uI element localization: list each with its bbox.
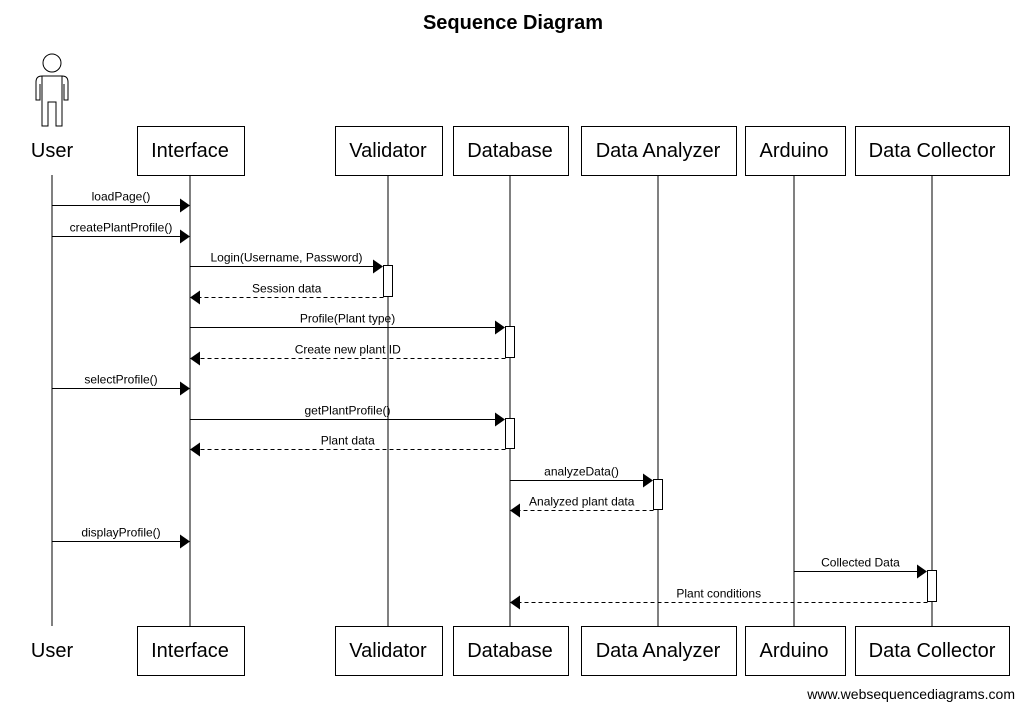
message-label: getPlantProfile() [304, 404, 390, 418]
message-arrowhead [190, 442, 200, 457]
participant-box [855, 126, 1010, 176]
message-arrowhead [190, 351, 200, 366]
activation-bars [383, 265, 937, 602]
message-arrowhead [510, 503, 520, 518]
message-arrowhead [373, 259, 383, 274]
message-label: Plant conditions [676, 587, 761, 601]
participant-label: Interface [151, 140, 229, 162]
participant-box [453, 126, 569, 176]
participant-box [581, 626, 737, 676]
message-label: Profile(Plant type) [300, 312, 395, 326]
actor-head [42, 53, 62, 73]
message-9: analyzeData() [510, 465, 653, 488]
message-arrowhead [180, 534, 190, 549]
message-12: Collected Data [794, 556, 927, 579]
message-label: Login(Username, Password) [210, 251, 362, 265]
participant-user-bottom: User [31, 640, 74, 662]
participant-box [745, 126, 846, 176]
message-label: selectProfile() [84, 373, 157, 387]
participant-analyzer-top: Data Analyzer [581, 126, 737, 176]
participant-label: Arduino [760, 140, 829, 162]
lifelines [51, 175, 933, 626]
participant-validator-bottom: Validator [335, 626, 443, 676]
message-4: Profile(Plant type) [190, 312, 505, 335]
participant-collector-top: Data Collector [855, 126, 1010, 176]
activation-bar-database [505, 418, 515, 449]
participants-bottom: User Interface Validator Database Data Analy… [31, 626, 1010, 676]
activation-bar-analyzer [653, 479, 663, 510]
participant-label: Data Collector [869, 140, 996, 162]
participant-box [335, 626, 443, 676]
footer-credit: www.websequencediagrams.com [806, 686, 1015, 702]
message-7: getPlantProfile() [190, 404, 505, 427]
message-label: Plant data [321, 434, 375, 448]
message-arrowhead [495, 320, 505, 335]
participants-top: User Interface Validator Database Data Analy… [31, 53, 1010, 176]
participant-label: Validator [349, 640, 427, 662]
message-arrowhead [495, 412, 505, 427]
diagram-title: Sequence Diagram [423, 12, 603, 34]
message-3: Session data [190, 282, 384, 305]
activation-bar-database [505, 326, 515, 358]
message-label: Create new plant ID [295, 343, 401, 357]
message-1: createPlantProfile() [52, 221, 190, 244]
message-label: Session data [252, 282, 322, 296]
participant-label: Data Analyzer [596, 140, 721, 162]
message-8: Plant data [190, 434, 506, 457]
participant-label: Interface [151, 640, 229, 662]
participant-label: User [31, 640, 74, 662]
message-2: Login(Username, Password) [190, 251, 383, 274]
messages: loadPage() createPlantProfile() Login(User… [52, 190, 928, 610]
participant-arduino-top: Arduino [745, 126, 846, 176]
participant-collector-bottom: Data Collector [855, 626, 1010, 676]
message-label: createPlantProfile() [70, 221, 173, 235]
actor-body [35, 75, 69, 127]
participant-label: Data Analyzer [596, 640, 721, 662]
participant-box [581, 126, 737, 176]
participant-label: User [31, 140, 74, 162]
participant-database-bottom: Database [453, 626, 569, 676]
message-arrowhead [917, 564, 927, 579]
participant-label: Database [467, 140, 553, 162]
message-arrowhead [190, 290, 200, 305]
participant-interface-bottom: Interface [137, 626, 245, 676]
participant-interface-top: Interface [137, 126, 245, 176]
participant-arduino-bottom: Arduino [745, 626, 846, 676]
actor-stick-figure [35, 53, 69, 127]
participant-label: Arduino [760, 640, 829, 662]
message-label: loadPage() [92, 190, 151, 204]
participant-box [335, 126, 443, 176]
message-arrowhead [180, 198, 190, 213]
message-0: loadPage() [52, 190, 190, 213]
activation-bar-validator [383, 265, 393, 297]
message-13: Plant conditions [510, 587, 928, 610]
activation-bar-collector [927, 570, 937, 602]
message-11: displayProfile() [52, 526, 190, 549]
message-arrowhead [180, 229, 190, 244]
participant-box [137, 126, 245, 176]
message-label: displayProfile() [81, 526, 160, 540]
participant-analyzer-bottom: Data Analyzer [581, 626, 737, 676]
participant-box [855, 626, 1010, 676]
participant-label: Database [467, 640, 553, 662]
participant-box [137, 626, 245, 676]
participant-validator-top: Validator [335, 126, 443, 176]
participant-database-top: Database [453, 126, 569, 176]
message-arrowhead [510, 595, 520, 610]
message-label: Analyzed plant data [529, 495, 635, 509]
participant-box [453, 626, 569, 676]
message-label: Collected Data [821, 556, 900, 570]
participant-user-top: User [31, 53, 74, 162]
message-6: selectProfile() [52, 373, 190, 396]
message-label: analyzeData() [544, 465, 619, 479]
message-arrowhead [180, 381, 190, 396]
participant-label: Data Collector [869, 640, 996, 662]
participant-box [745, 626, 846, 676]
message-5: Create new plant ID [190, 343, 506, 366]
participant-label: Validator [349, 140, 427, 162]
message-10: Analyzed plant data [510, 495, 654, 518]
message-arrowhead [643, 473, 653, 488]
